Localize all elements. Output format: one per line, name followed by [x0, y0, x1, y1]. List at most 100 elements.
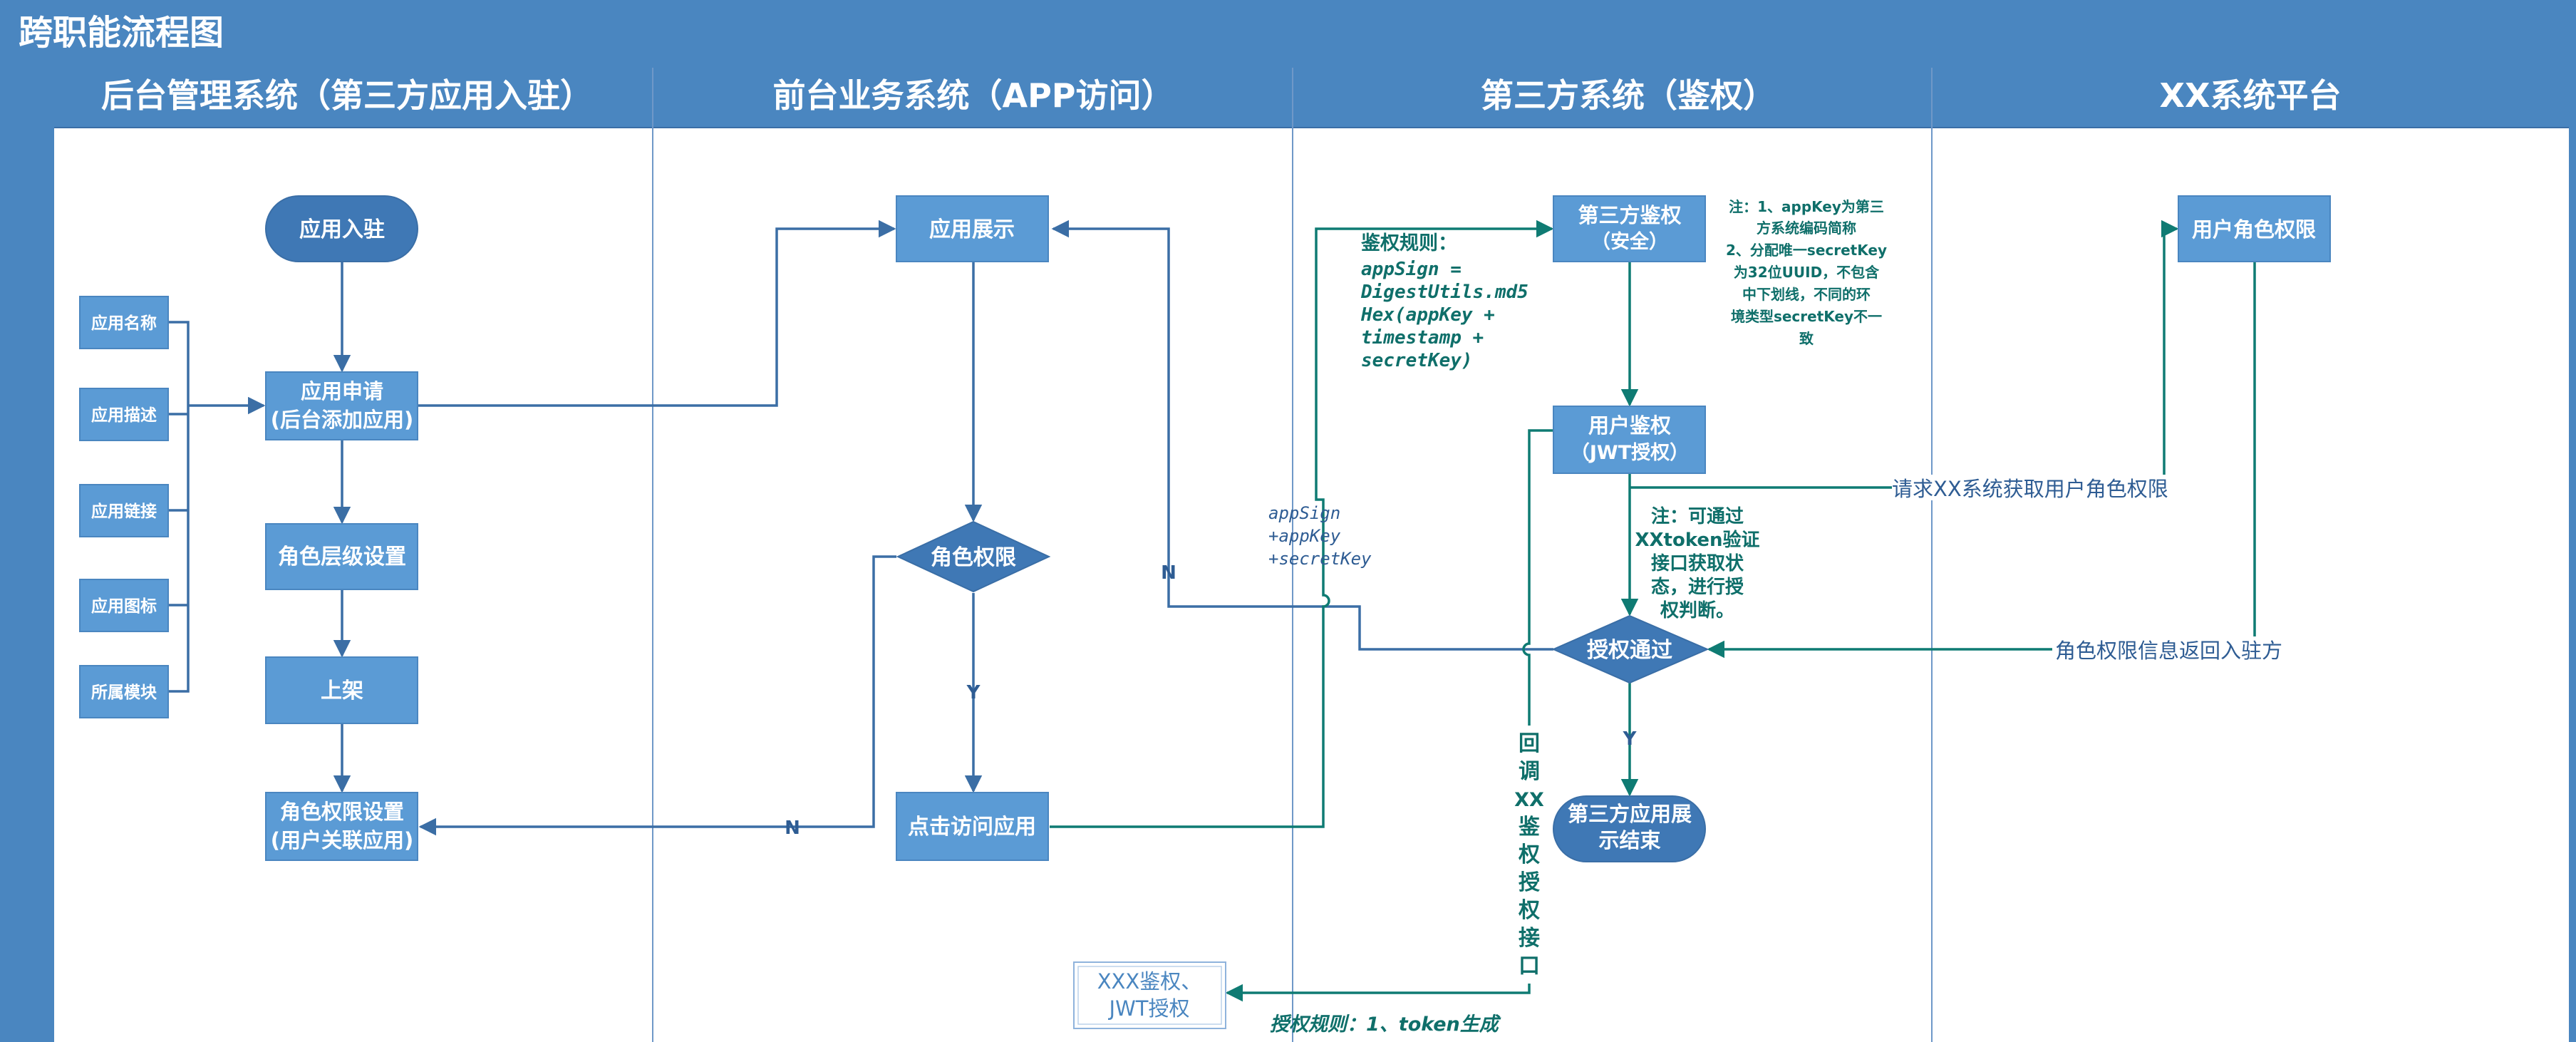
request-role-label-bg [1892, 475, 2171, 500]
app-sign-line-1: appSign [1268, 503, 1340, 523]
key-note-line-2: 方系统编码简称 [1757, 220, 1856, 237]
edge-label-no-left: N [785, 817, 800, 839]
key-note-line-3: 2、分配唯一secretKey [1726, 242, 1887, 259]
node-click-access-label: 点击访问应用 [908, 815, 1036, 840]
callback-char-9: 口 [1519, 954, 1540, 979]
token-note: 注：可通过 XXtoken验证 接口获取状 态，进行授 权判断。 [1635, 505, 1759, 621]
callback-char-3: XX [1514, 789, 1544, 811]
node-role-check-label: 角色权限 [931, 545, 1016, 570]
node-app-link-label: 应用链接 [91, 502, 157, 521]
return-role-label-bg [2052, 636, 2287, 662]
node-third-auth-label-2: （安全） [1591, 230, 1668, 253]
lane-header-bar [0, 68, 2576, 128]
node-app-entry[interactable] [265, 195, 418, 262]
node-click-access[interactable] [896, 792, 1049, 861]
edge-label-yes-mid: Y [966, 682, 981, 703]
callback-char-1: 回 [1519, 731, 1540, 756]
node-role-perm-label-1: 角色权限设置 [280, 800, 404, 824]
node-app-desc-label: 应用描述 [91, 406, 157, 425]
node-role-check[interactable] [896, 520, 1051, 593]
node-publish[interactable] [265, 656, 418, 724]
request-role-label: 请求XX系统获取用户角色权限 [1892, 477, 2168, 501]
app-sign-line-3: +secretKey [1268, 549, 1372, 569]
token-note-line-2: XXtoken验证 [1635, 529, 1759, 551]
node-app-apply[interactable] [265, 371, 418, 440]
title-bar [0, 0, 2576, 68]
token-note-line-1: 注：可通过 [1651, 505, 1744, 527]
token-note-line-5: 权判断。 [1660, 599, 1734, 621]
node-app-display-label: 应用展示 [929, 217, 1015, 242]
node-app-link[interactable] [79, 484, 169, 537]
return-role-label: 角色权限信息返回入驻方 [2055, 639, 2282, 663]
edge-name-bracket [168, 321, 190, 693]
callback-char-6: 授 [1519, 870, 1540, 895]
edge-auth-fail-to-display [1051, 220, 1553, 651]
node-xxx-auth[interactable] [1073, 961, 1226, 1029]
edge-click-to-third-auth [1050, 220, 1554, 828]
right-border-strip [2569, 0, 2576, 1042]
key-note-line-7: 致 [1799, 330, 1814, 347]
node-third-auth[interactable] [1553, 195, 1706, 262]
key-note-line-6: 境类型secretKey不一 [1731, 308, 1882, 325]
key-note-line-1: 注：1、appKey为第三 [1729, 198, 1884, 215]
token-note-line-3: 接口获取状 [1651, 553, 1744, 574]
node-third-end-label-2: 示结束 [1598, 828, 1660, 852]
edge-label-no-mid: N [1161, 562, 1176, 584]
node-app-entry-label: 应用入驻 [299, 217, 385, 242]
node-app-name[interactable] [79, 296, 169, 349]
diagram-title: 跨职能流程图 [19, 13, 224, 53]
node-auth-pass[interactable] [1551, 614, 1709, 684]
lane-header-third-party: 第三方系统（鉴权） [1481, 76, 1776, 115]
node-app-module[interactable] [79, 665, 169, 718]
key-note-line-5: 中下划线，不同的环 [1742, 286, 1871, 303]
node-role-perm[interactable] [265, 792, 418, 861]
node-auth-pass-label: 授权通过 [1587, 638, 1672, 663]
lane-header-xx-platform: XX系统平台 [2160, 76, 2342, 115]
callback-note: 回 调 XX 鉴 权 授 权 接 口 [1514, 726, 1544, 984]
auth-rule-line-1: 鉴权规则： [1360, 232, 1457, 254]
grant-rule-note: 授权规则：1、token生成 [1270, 1013, 1501, 1036]
edge-apply-to-display [418, 220, 896, 407]
node-app-display[interactable] [896, 195, 1049, 262]
node-role-level[interactable] [265, 523, 418, 590]
auth-rule-note: 鉴权规则： appSign = DigestUtils.md5 Hex(appK… [1360, 232, 1528, 371]
node-app-apply-label-1: 应用申请 [301, 379, 383, 403]
lane-header-frontend: 前台业务系统（APP访问） [772, 76, 1174, 115]
node-app-icon-label: 应用图标 [91, 597, 157, 616]
callback-char-4: 鉴 [1518, 815, 1541, 840]
callback-char-8: 接 [1519, 926, 1540, 951]
node-app-apply-label-2: (后台添加应用) [271, 408, 414, 432]
node-role-perm-label-2: (用户关联应用) [271, 828, 414, 852]
callback-char-7: 权 [1518, 898, 1540, 923]
app-sign-note: appSign +appKey +secretKey [1268, 503, 1372, 569]
node-publish-label: 上架 [321, 679, 363, 703]
edge-callback-interface [1225, 429, 1553, 1002]
token-note-line-4: 态，进行授 [1651, 576, 1744, 598]
node-user-auth[interactable] [1553, 406, 1706, 474]
left-border-strip [0, 68, 54, 1042]
edge-request-role [1630, 220, 2179, 489]
node-third-end[interactable] [1553, 795, 1706, 862]
auth-rule-line-3: DigestUtils.md5 [1360, 282, 1528, 303]
node-app-icon[interactable] [79, 579, 169, 632]
node-app-desc[interactable] [79, 388, 169, 441]
node-app-name-label: 应用名称 [91, 314, 157, 333]
node-user-auth-label-2: （JWT授权） [1571, 442, 1689, 464]
node-user-role-perm[interactable] [2178, 195, 2331, 262]
callback-char-5: 权 [1518, 842, 1540, 867]
node-xxx-auth-inner [1077, 966, 1222, 1025]
node-app-module-label: 所属模块 [91, 684, 157, 702]
node-user-auth-label-1: 用户鉴权 [1588, 413, 1671, 438]
node-xxx-auth-label-2: JWT授权 [1108, 996, 1190, 1021]
lane-header-backend: 后台管理系统（第三方应用入驻） [101, 76, 593, 115]
callback-note-bg [1516, 726, 1542, 984]
auth-rule-line-5: timestamp + [1361, 327, 1484, 349]
node-user-role-perm-label: 用户角色权限 [2192, 217, 2316, 242]
auth-rule-line-2: appSign = [1361, 259, 1462, 280]
auth-rule-line-6: secretKey) [1361, 350, 1473, 371]
node-xxx-auth-label-1: XXX鉴权、 [1097, 969, 1202, 994]
node-third-auth-label-1: 第三方鉴权 [1578, 203, 1681, 227]
key-note-line-4: 为32位UUID，不包含 [1734, 264, 1880, 281]
node-role-level-label: 角色层级设置 [278, 545, 406, 569]
